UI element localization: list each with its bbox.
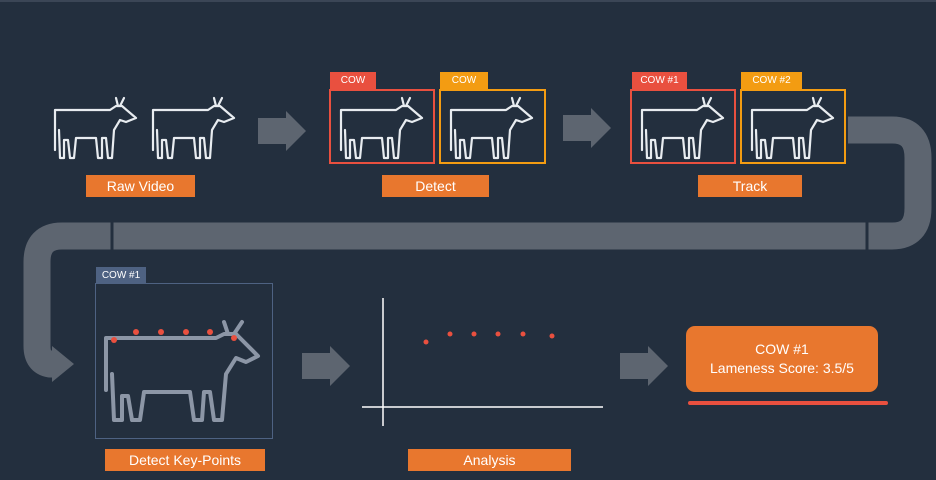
raw-video-label: Raw Video (86, 175, 195, 197)
track-tag-1: COW #1 (632, 72, 687, 89)
right-arrow-icon (620, 346, 668, 386)
cow-icon (750, 96, 835, 160)
keypoint-bbox (95, 283, 273, 439)
result-cow-id: COW #1 (755, 341, 809, 357)
keypoints-label: Detect Key-Points (105, 449, 265, 471)
right-arrow-icon (563, 108, 611, 148)
analysis-point (447, 331, 453, 337)
analysis-point (423, 339, 429, 345)
result-underline (688, 401, 888, 405)
keypoint-dots (111, 329, 237, 343)
detect-label: Detect (382, 175, 489, 197)
result-lameness-score: Lameness Score: 3.5/5 (710, 360, 854, 376)
keypoint-dot-icon (231, 335, 237, 341)
cow-icon (339, 96, 424, 160)
analysis-plot (362, 298, 603, 426)
track-bbox-2 (740, 89, 846, 164)
track-bbox-1 (630, 89, 736, 164)
keypoint-dot-icon (207, 329, 213, 335)
keypoint-dot-icon (133, 329, 139, 335)
detect-bbox-1 (329, 89, 435, 164)
detect-tag-2: COW (440, 72, 488, 89)
analysis-label: Analysis (408, 449, 571, 471)
cow-icon (104, 320, 260, 422)
detect-tag-1: COW (330, 72, 376, 89)
analysis-point (549, 333, 555, 339)
top-border (0, 0, 936, 2)
right-arrow-icon (258, 111, 306, 151)
cow-icon (53, 96, 138, 160)
track-tag-2: COW #2 (741, 72, 802, 89)
cow-icon (449, 96, 534, 160)
keypoint-dot-icon (183, 329, 189, 335)
detect-bbox-2 (439, 89, 546, 164)
analysis-point (520, 331, 526, 337)
right-arrow-icon (302, 346, 350, 386)
track-label: Track (698, 175, 802, 197)
lameness-result-card: COW #1 Lameness Score: 3.5/5 (686, 326, 878, 392)
analysis-point (495, 331, 501, 337)
keypoint-dot-icon (158, 329, 164, 335)
keypoint-dot-icon (111, 337, 117, 343)
cow-icon (151, 96, 236, 160)
cow-icon (640, 96, 725, 160)
keypoint-tag: COW #1 (96, 267, 146, 284)
analysis-point (471, 331, 477, 337)
